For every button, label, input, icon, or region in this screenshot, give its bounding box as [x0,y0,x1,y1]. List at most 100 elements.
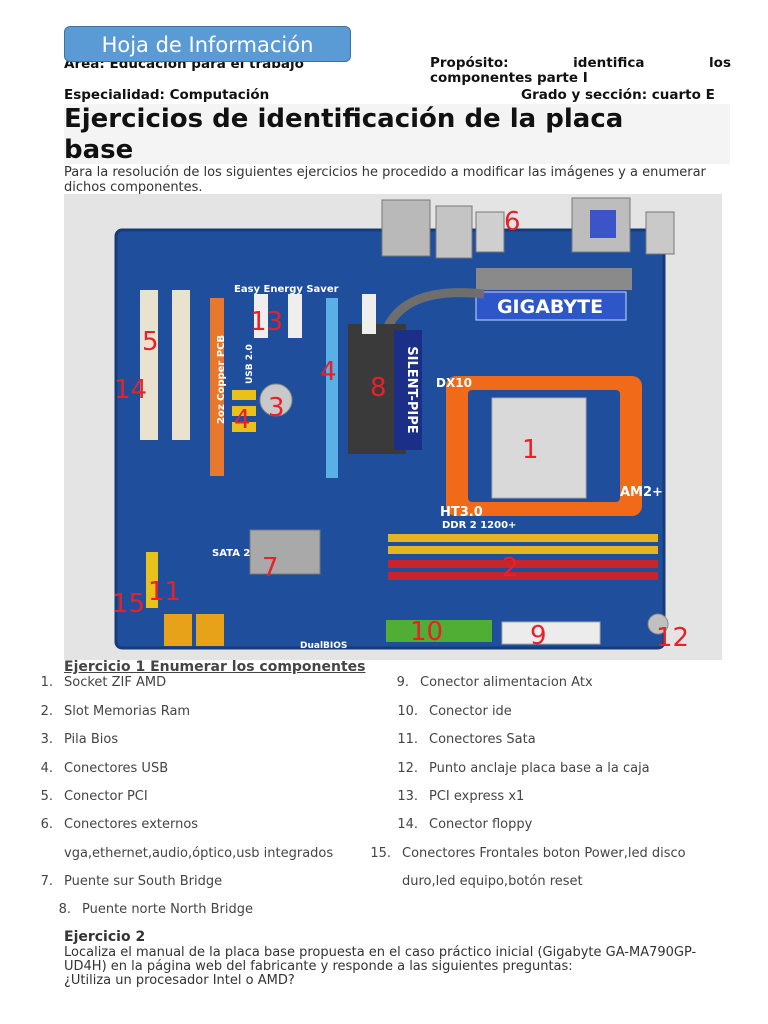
exercise-2-line-2: UD4H) en la página web del fabricante y … [64,959,573,974]
motherboard-illustration: GIGABYTE SILENT-PIPE DX10 HT3.0 AM2+ DDR… [64,194,722,660]
label-11: 11 [148,577,181,607]
atx-power-connector [501,621,601,645]
sata-port-1 [164,614,192,646]
pcie-x16-slot [210,298,224,476]
page-title: Ejercicios de identificación de la placa… [64,104,624,165]
list-item: 1.Socket ZIF AMD [31,675,167,690]
gigabyte-heatsink-plate [475,291,627,321]
item-text: Conector ide [429,704,512,719]
list-item: 15.Conectores Frontales boton Power,led … [369,846,685,861]
io-ethernet-port [435,205,473,259]
list-item: 6. Conectores externos [31,817,198,832]
pcie-x1-slot-1 [254,294,268,338]
list-item: 7.Puente sur South Bridge [31,874,223,889]
purpose-label: Propósito: identifica los componentes pa… [430,56,731,86]
intro-paragraph: Para la resolución de los siguientes eje… [64,165,706,195]
dx10-mark: DX10 [436,376,472,390]
sata-port-2 [196,614,224,646]
exercise-2-line-1: Localiza el manual de la placa base prop… [64,945,697,960]
mounting-hole [647,613,669,635]
sata-mark: SATA 2 [212,548,250,559]
grade-label: Grado y sección: cuarto E [521,87,715,103]
label-4b: 4 [234,405,251,435]
item-text: Conector PCI [64,789,148,804]
item-text: Punto anclaje placa base a la caja [429,761,650,776]
exercise-2-text: Localiza el manual de la placa base prop… [64,946,730,988]
item-text: PCI express x1 [429,789,525,804]
label-10: 10 [410,617,443,647]
list-item: duro,led equipo,botón reset [369,874,583,889]
southbridge-heatsink [249,529,321,575]
label-14: 14 [114,375,147,405]
item-number: 7. [40,874,53,889]
item-text: Conectores Sata [429,732,536,747]
exercise-2-question: ¿Utiliza un procesador Intel o AMD? [64,973,295,988]
item-number: 11. [397,732,418,747]
item-number: 8. [58,902,71,917]
usb-header-2 [232,406,256,416]
ddr2-mark: DDR 2 1200+ [442,520,516,531]
label-2: 2 [502,553,519,583]
bios-battery [259,383,293,417]
pci-slot-2 [172,290,190,440]
dualbios-mark: DualBIOS [300,641,347,651]
usb-header-3 [232,422,256,432]
item-text: duro,led equipo,botón reset [402,874,583,889]
item-text: Conectores USB [64,761,169,776]
item-text: Conector floppy [429,817,533,832]
vrm-heatsink-top [476,268,632,290]
list-item: 8. Puente norte North Bridge [49,902,253,917]
item-number: 4. [40,761,53,776]
list-item: vga,ethernet,audio,óptico,usb integrados [31,846,333,861]
motherboard-photo: GIGABYTE SILENT-PIPE DX10 HT3.0 AM2+ DDR… [64,194,722,660]
label-1: 1 [522,435,539,465]
list-item: 2.Slot Memorias Ram [31,704,191,719]
list-item: 10. Conector ide [396,704,512,719]
io-usb-ports [381,199,431,257]
item-number: 15. [370,846,391,861]
list-item: 11. Conectores Sata [396,732,536,747]
cpu-socket [491,397,587,499]
list-item: 9.Conector alimentacion Atx [387,675,593,690]
purpose-line-2: componentes parte I [430,70,588,86]
list-item: 3.Pila Bios [31,732,119,747]
list-item: 14.Conector floppy [396,817,532,832]
item-text: vga,ethernet,audio,óptico,usb integrados [64,846,334,861]
list-item: 4. Conectores USB [31,761,169,776]
usb-mark: USB 2.0 [245,344,255,384]
item-number: 13. [397,789,418,804]
label-7: 7 [262,553,279,583]
item-number: 10. [397,704,418,719]
ide-connector [386,620,492,642]
title-background [64,104,730,164]
brand-logo: GIGABYTE [497,296,603,318]
list-item: 13. PCI express x1 [396,789,524,804]
io-audio-port [475,211,505,253]
item-text: Slot Memorias Ram [64,704,191,719]
am2-mark: AM2+ [620,485,663,500]
item-text: Puente norte North Bridge [82,902,253,917]
item-text: Pila Bios [64,732,119,747]
label-12: 12 [656,623,689,653]
item-number: 12. [397,761,418,776]
pci-slot-1 [140,290,158,440]
pcie-x1-slot-2 [288,294,302,338]
copper-pcb-mark: 2oz Copper PCB [216,335,227,424]
item-text: Conectores externos [64,817,199,832]
io-vga-port [590,210,616,238]
label-3: 3 [268,393,285,423]
ht30-mark: HT3.0 [440,505,483,520]
list-item: 5. Conector PCI [31,789,148,804]
info-sheet-tab: Hoja de Información [64,26,351,62]
pcie-x16-slot-blue [326,298,338,478]
exercise-2-heading: Ejercicio 2 [64,929,146,945]
item-number: 5. [40,789,53,804]
item-number: 6. [40,817,53,832]
label-13: 13 [250,307,283,337]
sata-connectors [146,552,158,608]
exercise-1-heading: Ejercicio 1 Enumerar los componentes [64,659,366,675]
cooler-badge [394,330,422,450]
item-number: 1. [40,675,53,690]
purpose-line-1: Propósito: identifica los [430,55,731,71]
ram-slot-1 [388,534,658,542]
